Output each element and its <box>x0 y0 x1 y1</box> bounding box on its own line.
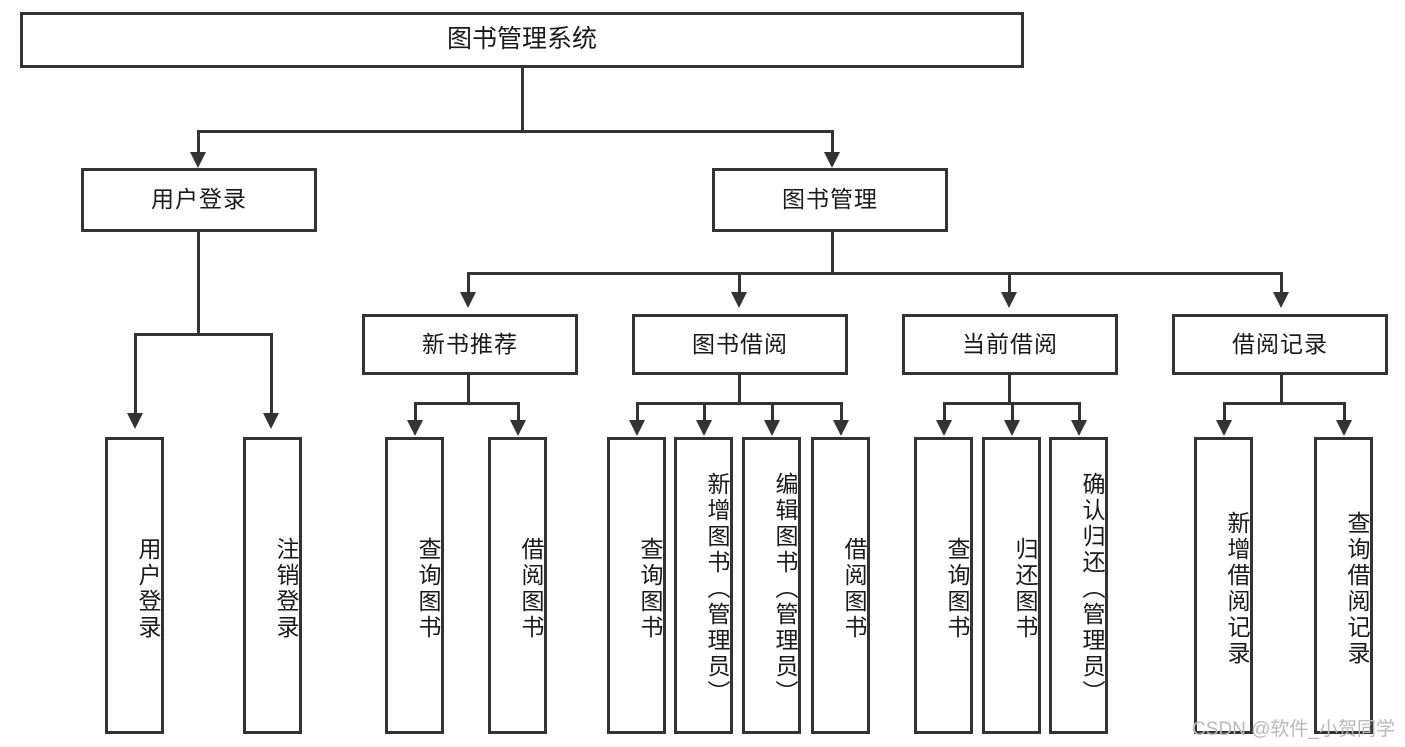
leaf-query-record-label: 查询借阅记录 <box>1344 510 1370 667</box>
edge-book-manage-to-book-borrow <box>738 272 741 294</box>
edge-current-borrow-stem <box>1008 375 1011 402</box>
node-new-book-recommend-label: 新书推荐 <box>422 330 518 357</box>
leaf-edit-book-label: 编辑图书（管理员） <box>772 471 798 706</box>
arrow-new-book-to-leaf-1 <box>407 420 423 436</box>
leaf-confirm-return[interactable]: 确认归还（管理员） <box>1049 437 1108 734</box>
node-book-borrow[interactable]: 图书借阅 <box>632 314 848 375</box>
edge-root-stem <box>521 68 524 130</box>
leaf-borrow-book-1-label: 借阅图书 <box>518 536 544 641</box>
leaf-user-login[interactable]: 用户登录 <box>105 437 164 734</box>
node-current-borrow[interactable]: 当前借阅 <box>902 314 1118 375</box>
edge-borrow-record-bus <box>1223 402 1346 405</box>
arrow-borrow-record-to-leaf-1 <box>1216 420 1232 436</box>
leaf-add-book-label: 新增图书（管理员） <box>704 471 730 706</box>
edge-book-manage-bus <box>467 272 1283 275</box>
arrow-book-manage-to-book-borrow <box>731 292 747 308</box>
leaf-query-book-3-label: 查询图书 <box>944 536 970 641</box>
leaf-user-logout-label: 注销登录 <box>273 536 299 641</box>
leaf-query-book-2[interactable]: 查询图书 <box>607 437 666 734</box>
csdn-watermark: CSDN @软件_小贺同学 <box>1192 719 1395 740</box>
arrow-book-manage-to-borrow-record <box>1273 292 1289 308</box>
arrow-book-manage-to-new-book <box>460 292 476 308</box>
arrow-current-borrow-to-leaf-3 <box>1071 420 1087 436</box>
arrow-current-borrow-to-leaf-1 <box>936 420 952 436</box>
edge-book-borrow-to-leaf-4 <box>840 402 843 422</box>
edge-borrow-record-stem <box>1280 375 1283 402</box>
leaf-add-record-label: 新增借阅记录 <box>1224 510 1250 667</box>
leaf-confirm-return-label: 确认归还（管理员） <box>1079 471 1105 706</box>
edge-book-borrow-stem <box>738 375 741 402</box>
arrow-root-to-book-manage <box>824 152 840 168</box>
leaf-return-book-label: 归还图书 <box>1012 536 1038 641</box>
leaf-borrow-book-2-label: 借阅图书 <box>841 536 867 641</box>
leaf-user-logout[interactable]: 注销登录 <box>243 437 302 734</box>
leaf-add-record[interactable]: 新增借阅记录 <box>1194 437 1253 734</box>
arrow-book-manage-to-current-borrow <box>1001 292 1017 308</box>
edge-book-borrow-to-leaf-1 <box>636 402 639 422</box>
leaf-return-book[interactable]: 归还图书 <box>982 437 1041 734</box>
arrow-user-login-to-leaf-1 <box>127 413 143 429</box>
edge-user-login-to-leaf-1 <box>134 333 137 415</box>
node-book-borrow-label: 图书借阅 <box>692 330 788 357</box>
leaf-edit-book[interactable]: 编辑图书（管理员） <box>742 437 801 734</box>
edge-root-bus <box>197 130 834 133</box>
edge-current-borrow-to-leaf-2 <box>1011 402 1014 422</box>
edge-new-book-to-leaf-2 <box>517 402 520 422</box>
arrow-book-borrow-to-leaf-3 <box>764 420 780 436</box>
leaf-borrow-book-2[interactable]: 借阅图书 <box>811 437 870 734</box>
node-book-manage-label: 图书管理 <box>782 186 878 213</box>
node-new-book-recommend[interactable]: 新书推荐 <box>362 314 578 375</box>
edge-new-book-bus <box>414 402 520 405</box>
edge-book-borrow-bus <box>636 402 843 405</box>
arrow-borrow-record-to-leaf-2 <box>1336 420 1352 436</box>
node-borrow-record[interactable]: 借阅记录 <box>1172 314 1388 375</box>
leaf-query-book-1-label: 查询图书 <box>415 536 441 641</box>
arrow-book-borrow-to-leaf-4 <box>833 420 849 436</box>
edge-current-borrow-to-leaf-1 <box>943 402 946 422</box>
edge-current-borrow-to-leaf-3 <box>1078 402 1081 422</box>
arrow-root-to-user-login <box>190 152 206 168</box>
leaf-query-record[interactable]: 查询借阅记录 <box>1314 437 1373 734</box>
edge-new-book-to-leaf-1 <box>414 402 417 422</box>
node-book-manage[interactable]: 图书管理 <box>712 168 948 232</box>
node-root-label: 图书管理系统 <box>446 25 597 54</box>
leaf-user-login-label: 用户登录 <box>135 536 161 641</box>
edge-borrow-record-to-leaf-1 <box>1223 402 1226 422</box>
leaf-add-book[interactable]: 新增图书（管理员） <box>674 437 733 734</box>
leaf-borrow-book-1[interactable]: 借阅图书 <box>488 437 547 734</box>
node-current-borrow-label: 当前借阅 <box>962 330 1058 357</box>
edge-book-borrow-to-leaf-2 <box>703 402 706 422</box>
node-root[interactable]: 图书管理系统 <box>20 12 1024 68</box>
edge-book-manage-stem <box>831 232 834 272</box>
node-borrow-record-label: 借阅记录 <box>1232 330 1328 357</box>
edge-book-manage-to-current-borrow <box>1008 272 1011 294</box>
arrow-user-login-to-leaf-2 <box>263 413 279 429</box>
edge-root-to-book-manage <box>831 130 834 154</box>
edge-user-login-to-leaf-2 <box>270 333 273 415</box>
edge-user-login-stem <box>197 232 200 333</box>
arrow-book-borrow-to-leaf-2 <box>696 420 712 436</box>
edge-book-manage-to-new-book <box>467 272 470 294</box>
edge-user-login-bus <box>134 333 273 336</box>
edge-new-book-stem <box>467 375 470 402</box>
edge-root-to-user-login <box>197 130 200 154</box>
node-user-login-label: 用户登录 <box>151 186 247 213</box>
arrow-book-borrow-to-leaf-1 <box>629 420 645 436</box>
arrow-new-book-to-leaf-2 <box>510 420 526 436</box>
leaf-query-book-1[interactable]: 查询图书 <box>385 437 444 734</box>
node-user-login[interactable]: 用户登录 <box>81 168 317 232</box>
arrow-current-borrow-to-leaf-2 <box>1004 420 1020 436</box>
edge-book-borrow-to-leaf-3 <box>771 402 774 422</box>
leaf-query-book-3[interactable]: 查询图书 <box>914 437 973 734</box>
edge-borrow-record-to-leaf-2 <box>1343 402 1346 422</box>
edge-book-manage-to-borrow-record <box>1280 272 1283 294</box>
leaf-query-book-2-label: 查询图书 <box>637 536 663 641</box>
